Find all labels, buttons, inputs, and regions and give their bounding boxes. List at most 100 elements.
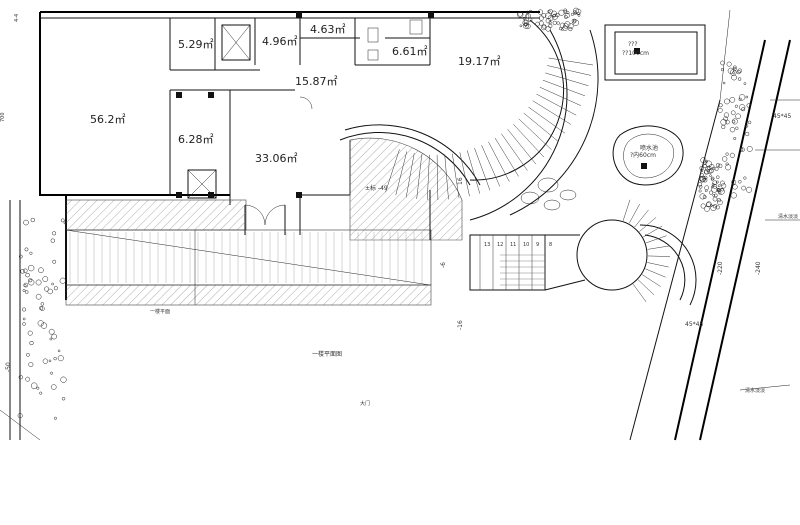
shrub-dot	[712, 204, 718, 209]
shrub-dot	[746, 186, 753, 193]
shrub-dot	[714, 166, 719, 171]
shrub-dot	[551, 10, 557, 17]
shrub-dot	[51, 384, 57, 390]
rotunda-rung	[639, 217, 657, 232]
shrub-dot	[723, 112, 730, 118]
shrub-dot	[48, 359, 52, 363]
shrub-dot	[53, 286, 58, 291]
shrub-dot	[545, 26, 551, 32]
stair-rung	[494, 137, 519, 177]
shrub-dot	[697, 182, 703, 187]
room-area-7: 56.2㎡	[90, 113, 126, 126]
shrub-dot	[725, 164, 732, 171]
stair-rung	[532, 100, 572, 125]
stair-rung	[395, 151, 408, 196]
room-area-5: 19.17㎡	[458, 55, 501, 68]
shrub-dot	[726, 61, 732, 67]
shrub-dot	[718, 103, 723, 108]
shrub-dot	[548, 9, 554, 15]
shrub-dot	[712, 184, 718, 189]
stair-rung	[536, 93, 577, 116]
hatched-walkway	[65, 199, 432, 306]
slope-top: 45*45	[773, 113, 791, 120]
stair-rung	[548, 57, 594, 66]
shrub-dot	[698, 189, 702, 193]
shrub-dot	[519, 24, 523, 28]
shrub-dot	[28, 361, 34, 368]
shrub-dot	[708, 168, 714, 174]
shrub-dot	[535, 21, 540, 27]
stair-rung	[507, 129, 537, 165]
shrub-dot	[729, 127, 736, 133]
shrub-dot	[745, 95, 749, 99]
shrub-dot	[545, 12, 552, 19]
stair-rung	[444, 154, 449, 200]
shrub-dot	[53, 416, 57, 420]
stair-rung	[488, 141, 510, 182]
shrub-dot	[563, 10, 568, 14]
right-label-bottom: 清水淡淡	[745, 387, 765, 394]
shrub-dot	[711, 183, 715, 187]
shrub-dot	[712, 180, 718, 186]
shrub-dot	[44, 286, 50, 292]
shrub-dot	[710, 176, 715, 181]
stair-rung	[545, 72, 589, 86]
shrub-dot	[730, 110, 736, 116]
shrub-dot	[718, 163, 723, 169]
stepping-stones	[520, 177, 577, 211]
shrub-dot	[698, 185, 703, 189]
stair-rung	[385, 149, 400, 193]
shrub-dot	[47, 288, 53, 295]
elevation-neg-6: -6	[440, 262, 447, 268]
left-note: 一楼平面	[150, 308, 170, 315]
shrub-dot	[528, 17, 533, 22]
shrub-dot	[737, 77, 742, 81]
shrub-dot	[704, 189, 708, 193]
shrub-dot	[714, 193, 718, 198]
shrub-dot	[720, 67, 725, 72]
stair-rung	[452, 153, 460, 199]
shrub-dot	[717, 188, 721, 192]
elevation-neg-16: -16	[457, 320, 464, 330]
shrub-dot	[547, 9, 551, 13]
shrub-dot	[35, 279, 42, 286]
shrub-dot	[542, 24, 547, 29]
shrubs	[17, 7, 753, 420]
shrub-dot	[39, 391, 43, 395]
shrub-dot	[700, 157, 707, 164]
shrub-dot	[558, 9, 565, 16]
rotunda-rung	[642, 274, 661, 287]
shrub-dot	[736, 70, 741, 75]
shrub-dot	[63, 221, 67, 225]
shrub-dot	[40, 302, 45, 306]
shrub-dot	[52, 259, 57, 264]
shrub-dot	[42, 358, 49, 364]
stair-numbers: 13 12 11 10 9 8	[484, 242, 552, 248]
shrub-dot	[39, 306, 44, 311]
shrub-dot	[718, 191, 722, 195]
shrub-dot	[48, 328, 55, 335]
shrub-dot	[50, 238, 55, 243]
stair-number: 9	[536, 242, 539, 248]
stair-rung	[481, 145, 501, 187]
shrub-dot	[26, 352, 30, 357]
rotunda-rung	[628, 203, 640, 224]
shrub-dot	[57, 355, 64, 362]
stair-rung	[501, 133, 528, 171]
shrub-dot	[702, 195, 707, 199]
shrub-dot	[715, 163, 721, 168]
shrub-dot	[739, 104, 746, 111]
elevation-neg-50: -50	[5, 362, 12, 372]
shrub-dot	[717, 188, 722, 193]
shrub-dot	[717, 184, 721, 188]
stair-number: 10	[523, 242, 529, 248]
shrub-dot	[716, 175, 720, 179]
shrub-dot	[559, 22, 566, 29]
shrub-dot	[30, 217, 35, 223]
shrub-dot	[23, 219, 29, 226]
room-area-2: 4.96㎡	[262, 35, 298, 48]
shrub-dot	[715, 180, 719, 184]
shrub-dot	[704, 185, 710, 191]
shrub-dot	[25, 376, 31, 382]
rotunda-rung	[647, 255, 670, 257]
